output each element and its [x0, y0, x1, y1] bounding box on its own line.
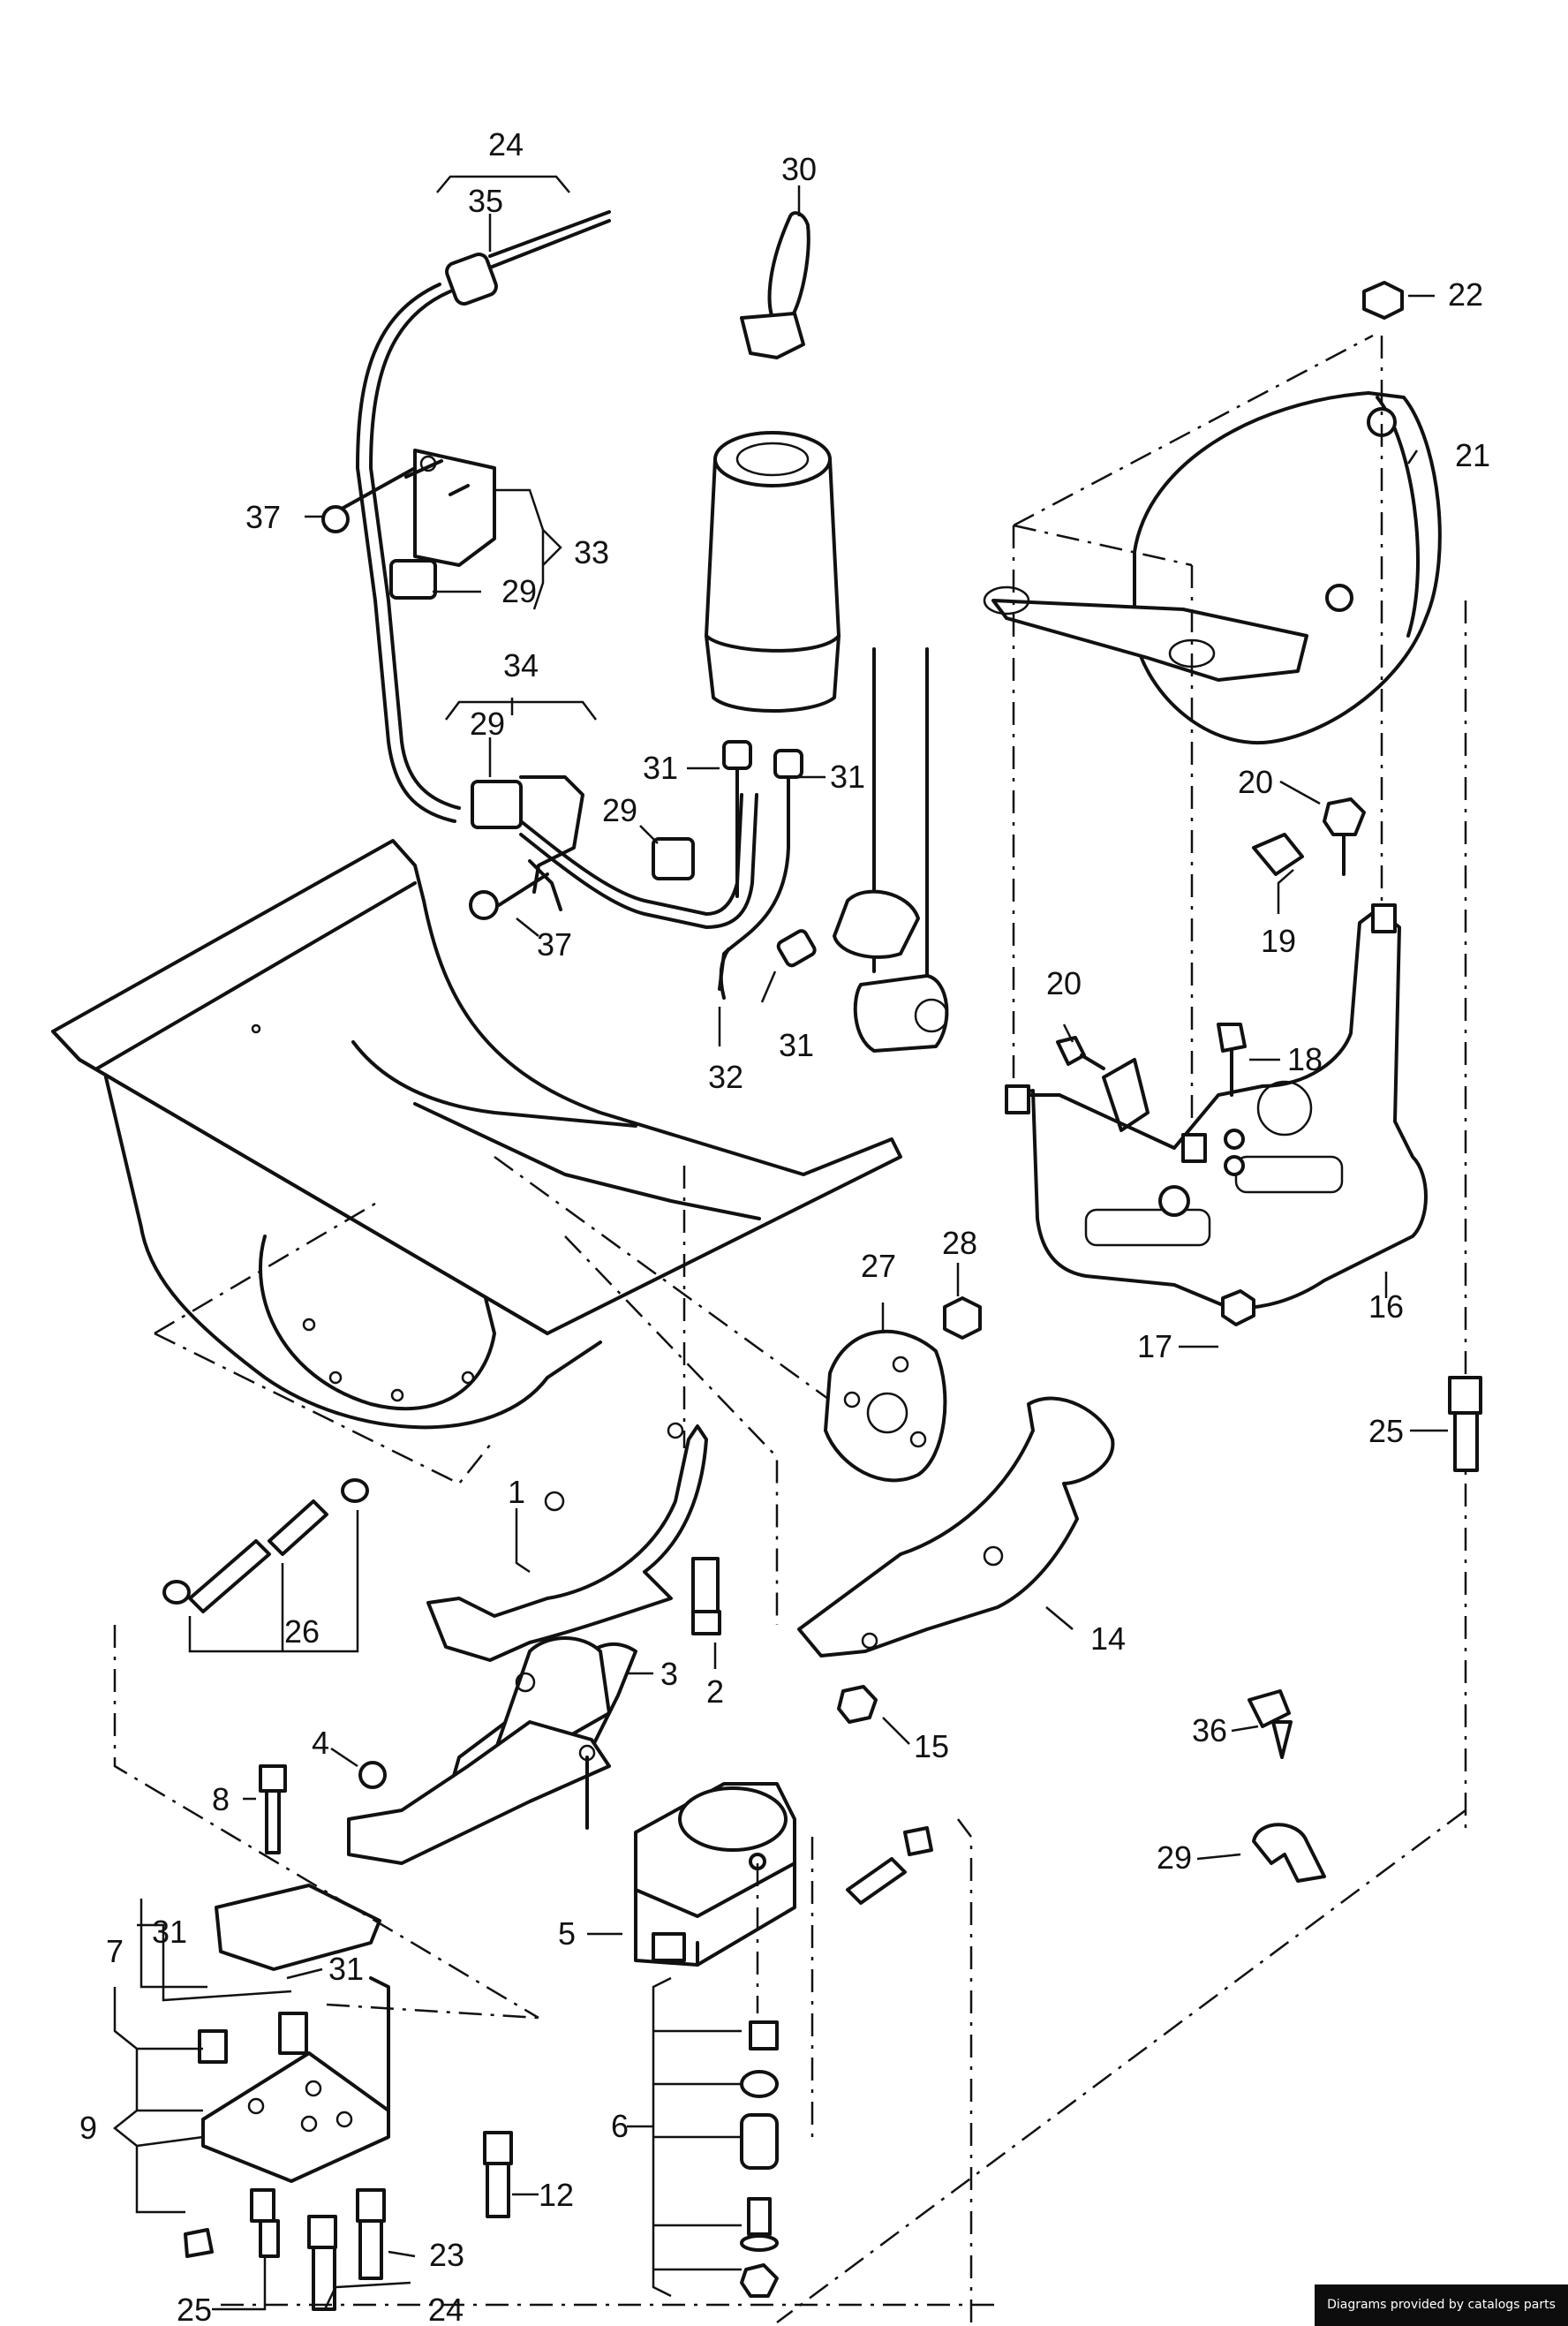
hose-kit-26 [162, 1478, 369, 1613]
callout-label: 12 [539, 2177, 574, 2213]
sensor-25-right [1448, 1376, 1482, 1472]
callout-label: 32 [708, 1059, 743, 1095]
bolt-8 [259, 1764, 287, 1854]
callout-label: 19 [1261, 923, 1296, 959]
callout-label: 24 [428, 2292, 464, 2326]
callout-label: 31 [830, 759, 865, 795]
callout-label: 31 [152, 1914, 187, 1950]
callout-label: 20 [1046, 965, 1082, 1001]
callout-label: 36 [1192, 1712, 1227, 1748]
hose-assembly-35 [356, 210, 611, 823]
callout-label: 29 [501, 573, 537, 609]
callout-label: 29 [1157, 1839, 1192, 1876]
heat-shield-14 [797, 1396, 1115, 1724]
clips-right [1248, 1689, 1326, 1883]
leader-lines [112, 175, 1448, 2311]
callout-label: 37 [537, 926, 572, 963]
air-reservoir-21 [983, 281, 1467, 1828]
fasteners-right [1056, 797, 1366, 1176]
callout-label: 27 [861, 1248, 896, 1284]
callout-label: 9 [79, 2110, 97, 2146]
callout-label: 33 [574, 534, 609, 570]
sensor-bracket-9 [184, 1884, 539, 2311]
callout-label: 18 [1287, 1041, 1323, 1077]
callout-label: 4 [312, 1725, 329, 1761]
callout-label: 31 [779, 1027, 814, 1063]
clip-34 [469, 775, 758, 929]
callout-label: 15 [914, 1728, 949, 1764]
callout-label: 22 [1448, 276, 1483, 313]
callout-label: 21 [1455, 437, 1490, 473]
callout-label: 16 [1368, 1288, 1404, 1325]
subframe-tray [51, 839, 902, 1625]
flange-27 [824, 1296, 982, 1483]
callout-label: 5 [558, 1915, 576, 1952]
callout-label: 3 [660, 1656, 678, 1692]
callout-label: 25 [1368, 1413, 1404, 1449]
callout-label: 17 [1137, 1328, 1172, 1364]
brackets-1-3 [347, 1422, 721, 1865]
callout-label: 1 [508, 1474, 525, 1510]
credit-banner: Diagrams provided by catalogs parts [1315, 2284, 1568, 2326]
callout-label: 2 [706, 1673, 724, 1710]
shock-absorber [833, 647, 949, 1053]
callout-label: 26 [284, 1613, 320, 1650]
mounting-bracket-16 [1005, 903, 1428, 1326]
callout-label: 25 [177, 2292, 212, 2326]
callout-label: 20 [1238, 764, 1273, 800]
callout-label: 6 [611, 2108, 629, 2144]
callout-label: 14 [1090, 1620, 1126, 1657]
callout-label: 31 [328, 1951, 364, 1987]
callout-label: 29 [470, 706, 505, 742]
callout-label: 7 [106, 1933, 124, 1969]
valve-stack-6 [740, 1837, 814, 2298]
assembly-outline [113, 1625, 1466, 2324]
callout-label: 29 [602, 792, 637, 828]
air-spring [652, 431, 841, 1000]
callout-label: 30 [781, 151, 817, 187]
callout-label: 28 [942, 1225, 977, 1261]
callout-label: 24 [488, 126, 524, 162]
callout-label: 37 [245, 499, 281, 535]
callout-label: 35 [468, 183, 503, 219]
cable-tie-30 [740, 211, 810, 359]
callout-label: 31 [643, 750, 678, 786]
callout-label: 8 [212, 1781, 230, 1817]
callout-labels: 24 35 30 37 33 29 34 29 31 31 29 37 31 3… [79, 126, 1490, 2326]
bracket-33 [321, 449, 496, 600]
callout-label: 34 [503, 647, 539, 683]
callout-label: 23 [429, 2237, 464, 2273]
compressor-5 [634, 1782, 933, 1967]
